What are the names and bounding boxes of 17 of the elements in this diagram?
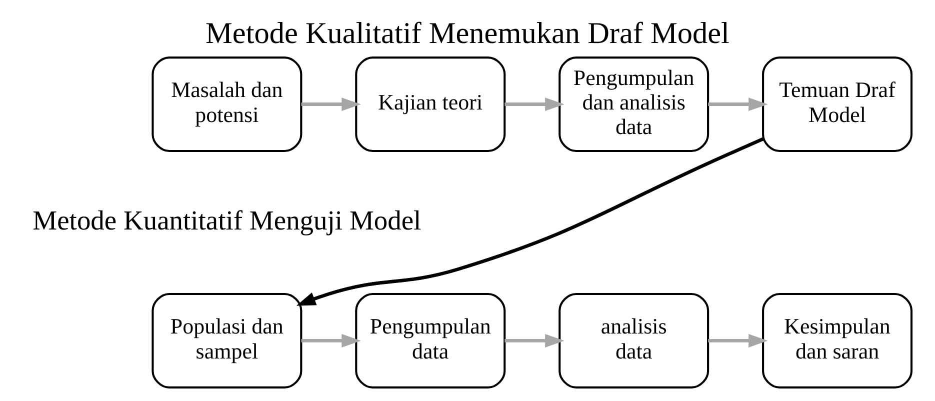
node-box: Kesimpulan dan saran: [762, 292, 913, 388]
arrow: [296, 137, 764, 306]
arrow: [708, 98, 768, 112]
node-box: Temuan Draf Model: [762, 56, 913, 152]
node-box: Masalah dan potensi: [152, 56, 302, 152]
arrow: [301, 98, 361, 112]
label: Metode Kuantitatif Menguji Model: [32, 205, 422, 236]
arrow: [504, 98, 564, 112]
node-box: analisis data: [558, 292, 710, 388]
arrow: [504, 334, 564, 348]
node-box: Pengumpulan data: [355, 292, 506, 388]
node-box: Kajian teori: [355, 56, 506, 152]
node-box: Pengumpulan dan analisis data: [558, 56, 710, 152]
arrow: [301, 334, 361, 348]
node-box: Populasi dan sampel: [152, 292, 302, 388]
arrow: [708, 334, 768, 348]
diagram-title: Metode Kualitatif Menemukan Draf Model: [206, 16, 730, 50]
